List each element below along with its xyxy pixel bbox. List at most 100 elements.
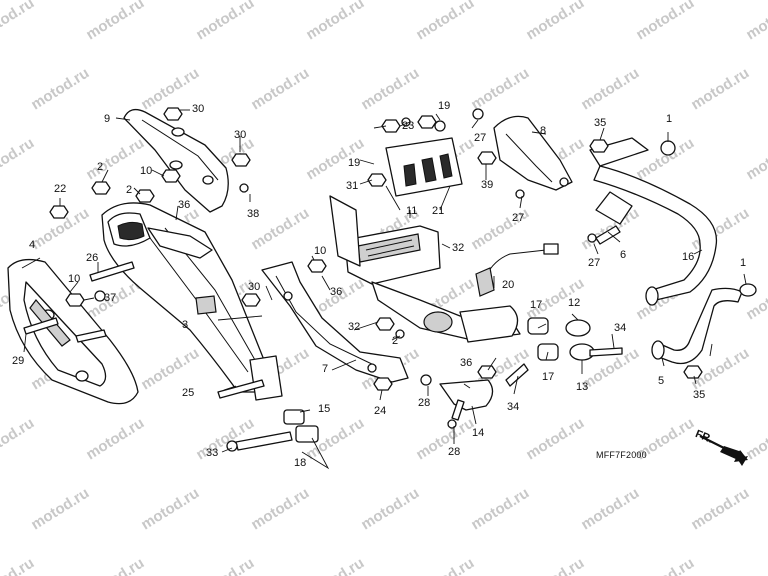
callout-number: 1 — [740, 257, 747, 269]
svg-text:motod.ru: motod.ru — [743, 555, 768, 576]
callout-number: 34 — [614, 322, 627, 334]
callout-number: 36 — [460, 357, 473, 369]
callout-number: 28 — [448, 446, 461, 458]
svg-text:motod.ru: motod.ru — [248, 485, 312, 534]
callout-number: 10 — [68, 273, 81, 285]
callout-number: 27 — [512, 212, 525, 224]
heat-guard-part — [385, 137, 463, 197]
callout-number: 38 — [247, 208, 260, 220]
callout-number: 32 — [452, 242, 465, 254]
svg-text:motod.ru: motod.ru — [413, 0, 477, 43]
callout-number: 28 — [418, 397, 431, 409]
callout-number: 25 — [182, 387, 195, 399]
callout-number: 34 — [507, 401, 520, 413]
callout-number: 13 — [576, 381, 589, 393]
heat-shield-part — [7, 258, 139, 405]
svg-text:motod.ru: motod.ru — [413, 415, 477, 464]
oxygen-sensor-part — [475, 243, 559, 297]
front-arrow-icon — [699, 435, 748, 466]
leader-lines — [21, 109, 747, 470]
svg-text:motod.ru: motod.ru — [358, 65, 422, 114]
muffler-part — [101, 202, 283, 401]
svg-text:motod.ru: motod.ru — [303, 555, 367, 576]
svg-text:motod.ru: motod.ru — [688, 485, 752, 534]
svg-text:motod.ru: motod.ru — [193, 555, 257, 576]
nut-parts — [49, 107, 703, 429]
callout-number: 24 — [374, 405, 387, 417]
svg-text:motod.ru: motod.ru — [633, 0, 697, 43]
svg-text:motod.ru: motod.ru — [193, 415, 257, 464]
mid-bracket-part — [261, 261, 409, 383]
svg-text:motod.ru: motod.ru — [743, 415, 768, 464]
svg-text:motod.ru: motod.ru — [0, 0, 37, 43]
callout-number: 17 — [530, 299, 543, 311]
callout-number: 37 — [104, 292, 117, 304]
callout-number: 36 — [330, 286, 343, 298]
callout-number: 30 — [248, 281, 261, 293]
callout-number: 26 — [86, 252, 99, 264]
svg-text:motod.ru: motod.ru — [28, 65, 92, 114]
callout-number: 2 — [126, 184, 133, 196]
callout-number: 19 — [348, 157, 361, 169]
svg-text:motod.ru: motod.ru — [743, 275, 768, 324]
svg-text:motod.ru: motod.ru — [578, 485, 642, 534]
joint-pipe-part — [283, 409, 319, 443]
callout-number: 32 — [348, 321, 361, 333]
callout-number: 31 — [346, 180, 359, 192]
callout-number: 35 — [693, 389, 706, 401]
callout-number: 27 — [588, 257, 601, 269]
callout-number: 18 — [294, 457, 307, 469]
callout-number: 23 — [402, 120, 415, 132]
callout-number: 3 — [182, 319, 189, 331]
svg-text:motod.ru: motod.ru — [743, 135, 768, 184]
bolt-parts — [23, 225, 623, 452]
callout-number: 15 — [318, 403, 331, 415]
callout-number: 30 — [192, 103, 205, 115]
callout-number: 35 — [594, 117, 607, 129]
callout-number: 12 — [568, 297, 581, 309]
callout-number: 20 — [502, 279, 515, 291]
catalyzer-part — [329, 195, 521, 343]
svg-text:motod.ru: motod.ru — [688, 65, 752, 114]
callout-number: 29 — [12, 355, 25, 367]
callout-number: 22 — [54, 183, 67, 195]
callout-number: 9 — [104, 113, 111, 125]
svg-text:motod.ru: motod.ru — [83, 135, 147, 184]
clamp-part — [527, 317, 595, 361]
callout-number: 21 — [432, 205, 445, 217]
svg-text:motod.ru: motod.ru — [138, 485, 202, 534]
svg-text:motod.ru: motod.ru — [468, 65, 532, 114]
svg-text:motod.ru: motod.ru — [523, 415, 587, 464]
callout-number: 36 — [178, 199, 191, 211]
callout-number: 27 — [474, 132, 487, 144]
diagram-code: MFF7F2000 — [596, 450, 647, 460]
callout-number: 10 — [314, 245, 327, 257]
callout-number: 7 — [322, 363, 329, 375]
svg-text:motod.ru: motod.ru — [28, 485, 92, 534]
svg-text:motod.ru: motod.ru — [358, 485, 422, 534]
svg-text:motod.ru: motod.ru — [523, 0, 587, 43]
svg-text:motod.ru: motod.ru — [523, 555, 587, 576]
callout-number: 1 — [666, 113, 673, 125]
pipe-cover-part — [493, 115, 573, 191]
svg-text:motod.ru: motod.ru — [633, 555, 697, 576]
stay-bracket-part — [439, 379, 494, 411]
callout-number: 30 — [234, 129, 247, 141]
svg-text:motod.ru: motod.ru — [413, 555, 477, 576]
svg-text:motod.ru: motod.ru — [83, 555, 147, 576]
callout-number: 17 — [542, 371, 555, 383]
callout-number: 2 — [97, 161, 104, 173]
callout-number: 10 — [140, 165, 153, 177]
callout-number: 6 — [620, 249, 627, 261]
callout-number: 4 — [29, 239, 36, 251]
svg-text:motod.ru: motod.ru — [83, 415, 147, 464]
callout-number: 2 — [392, 335, 399, 347]
callout-number: 33 — [206, 447, 219, 459]
callout-number: 8 — [540, 125, 547, 137]
svg-text:motod.ru: motod.ru — [0, 415, 37, 464]
callout-number: 14 — [472, 427, 485, 439]
upper-cover-part — [123, 108, 229, 213]
svg-text:motod.ru: motod.ru — [0, 555, 37, 576]
svg-text:motod.ru: motod.ru — [468, 485, 532, 534]
